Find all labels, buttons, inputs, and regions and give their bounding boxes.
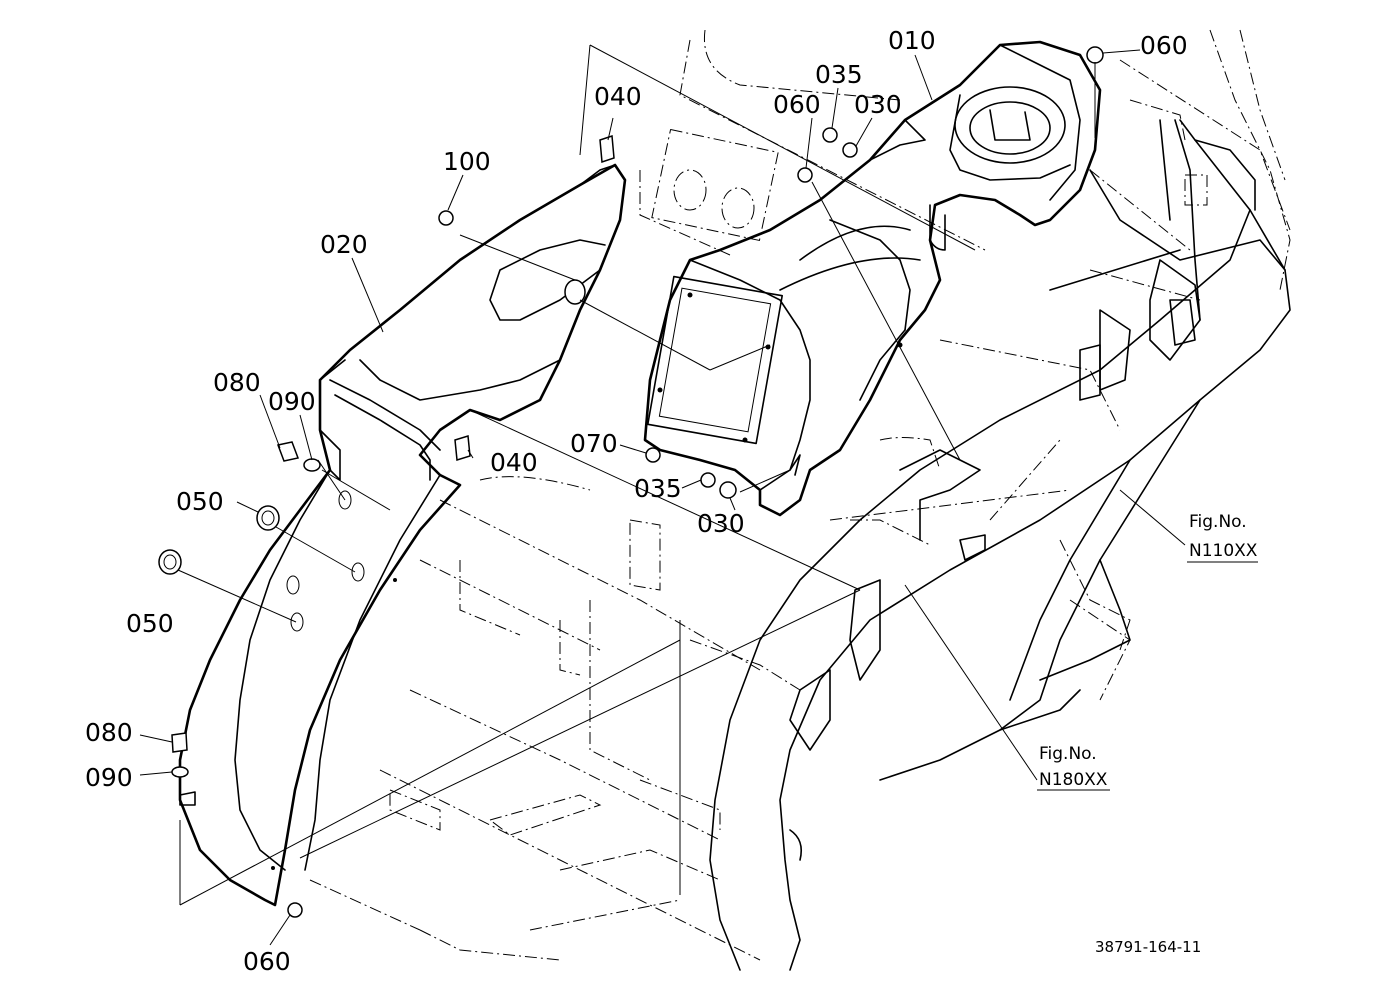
clip-030-upper <box>842 142 858 158</box>
bolt-060-bottom <box>287 902 303 918</box>
grommet-035-lower <box>700 472 716 488</box>
label-070: 070 <box>570 429 618 458</box>
washer-090-upper <box>303 458 321 472</box>
label-090-lower: 090 <box>85 763 133 792</box>
label-035-upper: 035 <box>815 60 863 89</box>
fig-ref-n180-code: N180XX <box>1039 770 1108 790</box>
label-060-bottom: 060 <box>243 947 291 976</box>
fig-ref-n110-title: Fig.No. <box>1189 512 1247 532</box>
label-010: 010 <box>888 26 936 55</box>
bolt-070 <box>645 447 661 463</box>
fig-ref-n110-code: N110XX <box>1189 541 1258 561</box>
bolt-080-upper <box>276 441 300 462</box>
washer-090-lower <box>171 766 189 778</box>
label-050-lower: 050 <box>126 609 174 638</box>
clip-030-lower <box>719 481 737 499</box>
label-040-lower: 040 <box>490 448 538 477</box>
frame-background <box>309 29 1291 961</box>
document-id: 38791-164-11 <box>1095 938 1201 956</box>
bolt-060-mid <box>797 167 813 183</box>
leader-lines <box>139 44 1258 946</box>
label-060-top: 060 <box>1140 31 1188 60</box>
label-060-mid: 060 <box>773 90 821 119</box>
callout-labels: 010 020 030 030 035 035 040 040 050 050 … <box>85 26 1188 976</box>
label-080-upper: 080 <box>213 368 261 397</box>
clip-040-upper <box>599 134 615 164</box>
bolt-080-lower <box>171 732 188 753</box>
fig-ref-n180-title: Fig.No. <box>1039 744 1097 764</box>
label-050-upper: 050 <box>176 487 224 516</box>
nut-100 <box>438 210 454 226</box>
grommet-035-upper <box>822 127 838 143</box>
right-fender-frame <box>709 119 1291 971</box>
hardware-items <box>158 46 1104 918</box>
label-030-lower: 030 <box>697 509 745 538</box>
label-020: 020 <box>320 230 368 259</box>
label-090-upper: 090 <box>268 387 316 416</box>
label-100: 100 <box>443 147 491 176</box>
grommet-050-upper <box>256 505 280 531</box>
bolt-060-top <box>1086 46 1104 64</box>
clip-040-lower <box>454 435 471 461</box>
side-cover-020 <box>178 163 627 907</box>
label-035-lower: 035 <box>634 474 682 503</box>
grommet-050-lower <box>158 549 182 575</box>
label-080-lower: 080 <box>85 718 133 747</box>
label-030-upper: 030 <box>854 90 902 119</box>
figure-references: Fig.No. N110XX Fig.No. N180XX <box>1039 512 1258 790</box>
label-040-upper: 040 <box>594 82 642 111</box>
